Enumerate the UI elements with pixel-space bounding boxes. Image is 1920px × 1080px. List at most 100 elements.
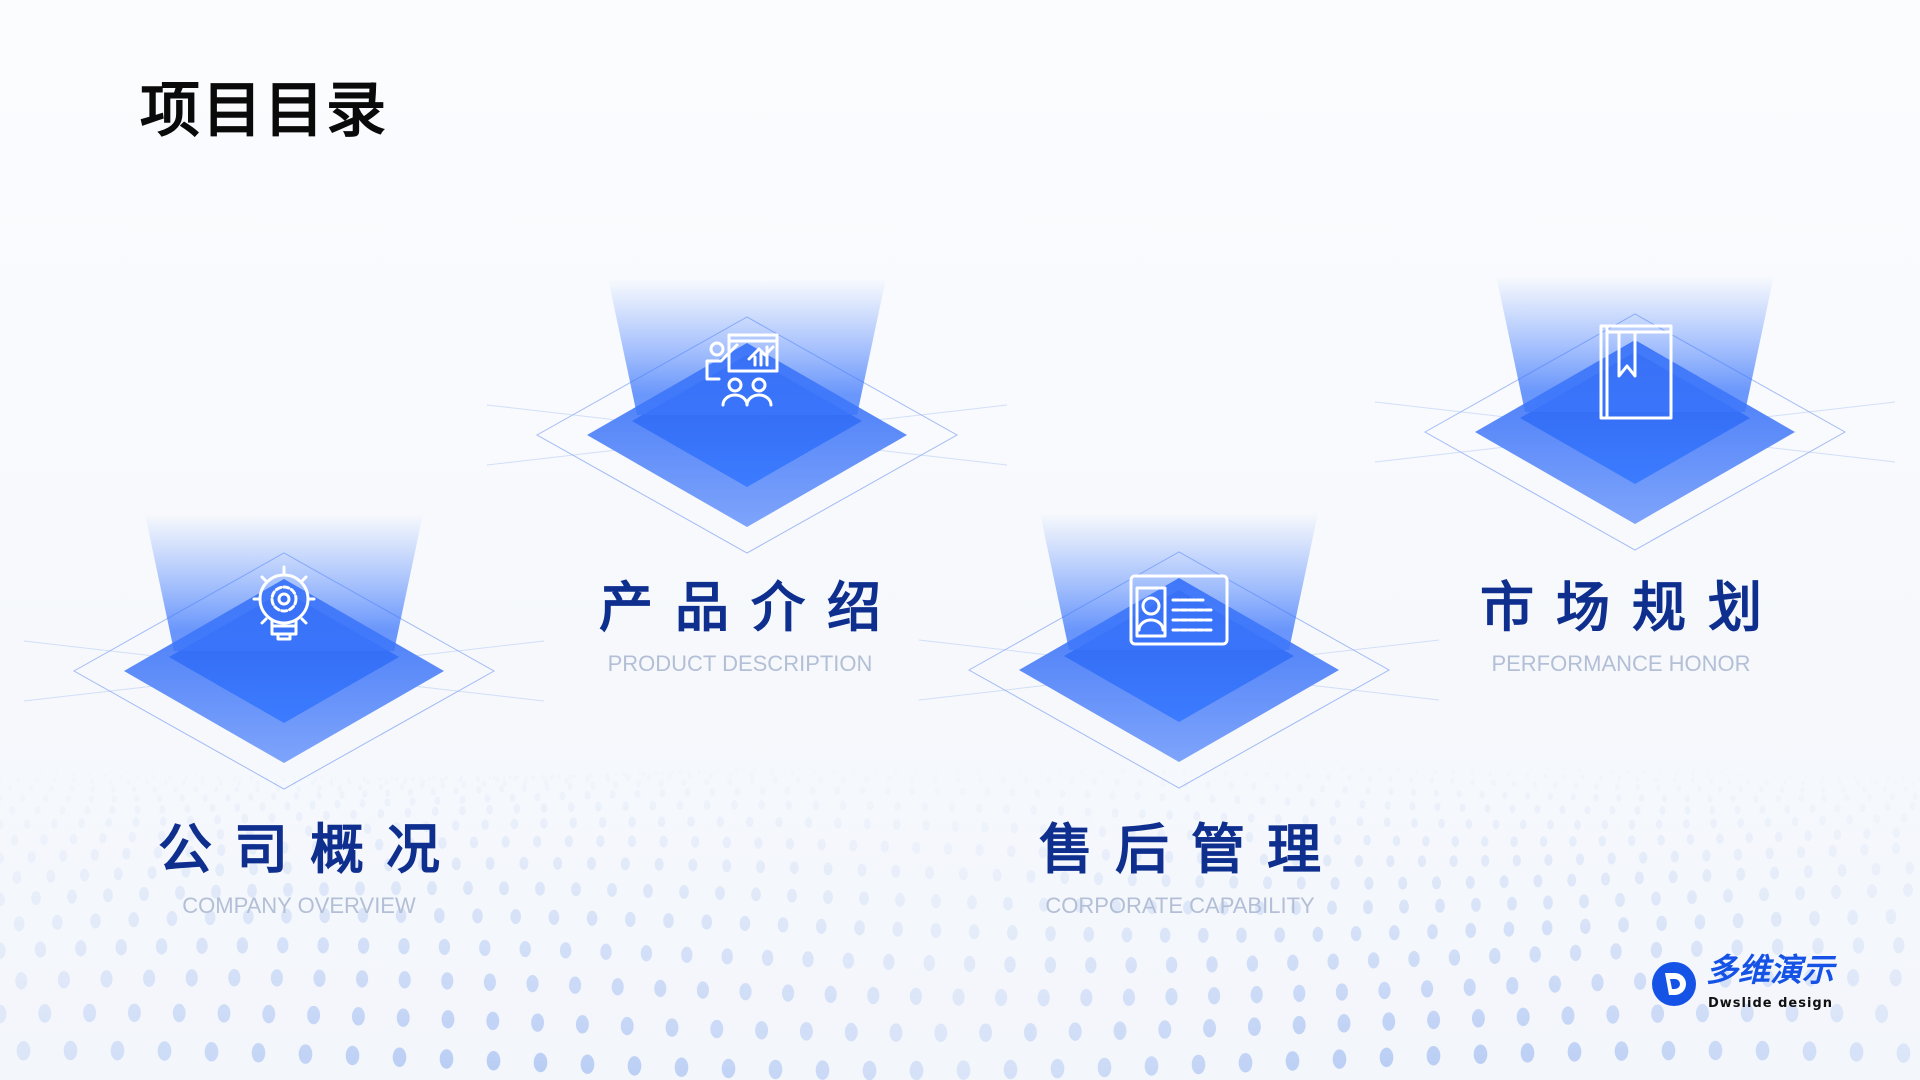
background-dot bbox=[184, 804, 191, 813]
background-dot bbox=[427, 776, 431, 781]
background-dot bbox=[721, 948, 733, 965]
background-dot bbox=[1414, 768, 1419, 774]
background-dot bbox=[782, 984, 795, 1002]
background-dot bbox=[1834, 804, 1841, 813]
background-dot bbox=[1399, 899, 1409, 914]
section-graphic bbox=[899, 330, 1459, 890]
background-dot bbox=[1539, 836, 1548, 847]
background-dot bbox=[912, 841, 921, 854]
background-dot bbox=[317, 937, 329, 954]
logo-tagline: Dwslide design bbox=[1708, 996, 1833, 1011]
background-dot bbox=[977, 775, 983, 783]
background-dot bbox=[1389, 925, 1400, 941]
background-dot bbox=[1516, 1007, 1530, 1027]
background-dot bbox=[1561, 767, 1565, 772]
background-dot bbox=[1139, 809, 1146, 819]
background-dot bbox=[811, 769, 816, 776]
section-graphic bbox=[467, 95, 1027, 655]
background-dot bbox=[1912, 792, 1918, 801]
background-dot bbox=[280, 841, 289, 854]
background-dot bbox=[719, 768, 723, 773]
background-dot bbox=[1809, 910, 1820, 926]
background-dot bbox=[316, 860, 326, 874]
background-dot bbox=[16, 776, 21, 783]
background-dot bbox=[795, 776, 801, 784]
background-dot bbox=[444, 776, 447, 781]
background-dot bbox=[143, 969, 156, 987]
background-dot bbox=[1440, 760, 1444, 763]
background-dot bbox=[674, 1057, 689, 1078]
background-dot bbox=[544, 775, 548, 779]
background-dot bbox=[1512, 854, 1521, 867]
background-dot bbox=[978, 760, 982, 764]
background-dot bbox=[796, 767, 800, 771]
background-dot bbox=[810, 766, 814, 770]
background-dot bbox=[1198, 927, 1209, 943]
background-dot bbox=[627, 835, 637, 848]
background-dot bbox=[894, 763, 898, 767]
background-dot bbox=[1614, 783, 1620, 791]
background-dot bbox=[1690, 777, 1695, 784]
background-dot bbox=[635, 780, 641, 788]
background-dot bbox=[1364, 876, 1374, 890]
background-dot bbox=[533, 835, 542, 848]
background-dot bbox=[1779, 786, 1785, 793]
background-dot bbox=[1456, 790, 1462, 798]
background-dot bbox=[734, 767, 738, 773]
background-dot bbox=[1733, 848, 1743, 861]
background-dot bbox=[1905, 861, 1915, 875]
background-dot bbox=[1664, 767, 1668, 771]
background-dot bbox=[1408, 776, 1414, 783]
background-dot bbox=[842, 952, 855, 969]
background-dot bbox=[1250, 986, 1263, 1004]
background-dot bbox=[1459, 803, 1466, 812]
background-dot bbox=[479, 939, 491, 956]
background-dot bbox=[659, 788, 666, 798]
background-dot bbox=[1287, 954, 1299, 971]
background-dot bbox=[1255, 900, 1265, 915]
light-beam bbox=[1040, 513, 1318, 650]
background-dot bbox=[859, 891, 869, 906]
background-dot bbox=[934, 1023, 948, 1042]
background-dot bbox=[1544, 854, 1553, 866]
background-dot bbox=[84, 806, 91, 815]
background-dot bbox=[1296, 876, 1306, 890]
background-dot bbox=[1228, 852, 1237, 865]
background-dot bbox=[1359, 766, 1364, 772]
background-dot bbox=[38, 1004, 52, 1023]
background-dot bbox=[451, 857, 461, 871]
background-dot bbox=[209, 803, 216, 813]
background-dot bbox=[459, 795, 466, 804]
background-dot bbox=[1140, 760, 1144, 762]
background-dot bbox=[1388, 787, 1394, 796]
section-title[interactable]: 售后管理 bbox=[1039, 818, 1343, 881]
background-dot bbox=[994, 760, 998, 764]
background-dot bbox=[519, 856, 529, 870]
background-dot bbox=[568, 774, 573, 780]
background-dot bbox=[1010, 823, 1019, 834]
background-dot bbox=[1122, 988, 1135, 1006]
section-title[interactable]: 公司概况 bbox=[158, 818, 462, 881]
background-dot bbox=[1684, 806, 1691, 815]
background-dot bbox=[1465, 819, 1473, 829]
background-dot bbox=[395, 907, 407, 923]
background-dot bbox=[729, 771, 734, 778]
background-dot bbox=[722, 859, 732, 873]
background-dot bbox=[1616, 794, 1622, 802]
background-dot bbox=[873, 767, 878, 775]
background-dot bbox=[1833, 829, 1842, 841]
background-dot bbox=[196, 937, 208, 954]
background-dot bbox=[1804, 775, 1808, 780]
background-dot bbox=[1819, 815, 1826, 826]
background-dot bbox=[65, 795, 71, 803]
background-dot bbox=[502, 779, 507, 787]
background-dot bbox=[1050, 1058, 1065, 1079]
background-dot bbox=[832, 768, 837, 775]
background-dot bbox=[461, 781, 466, 788]
background-dot bbox=[159, 804, 166, 814]
background-dot bbox=[1183, 900, 1193, 915]
section-title[interactable]: 产品介绍 bbox=[599, 576, 903, 639]
section-title[interactable]: 市场规划 bbox=[1480, 576, 1784, 639]
background-dot bbox=[1889, 969, 1902, 987]
background-dot bbox=[237, 780, 242, 786]
